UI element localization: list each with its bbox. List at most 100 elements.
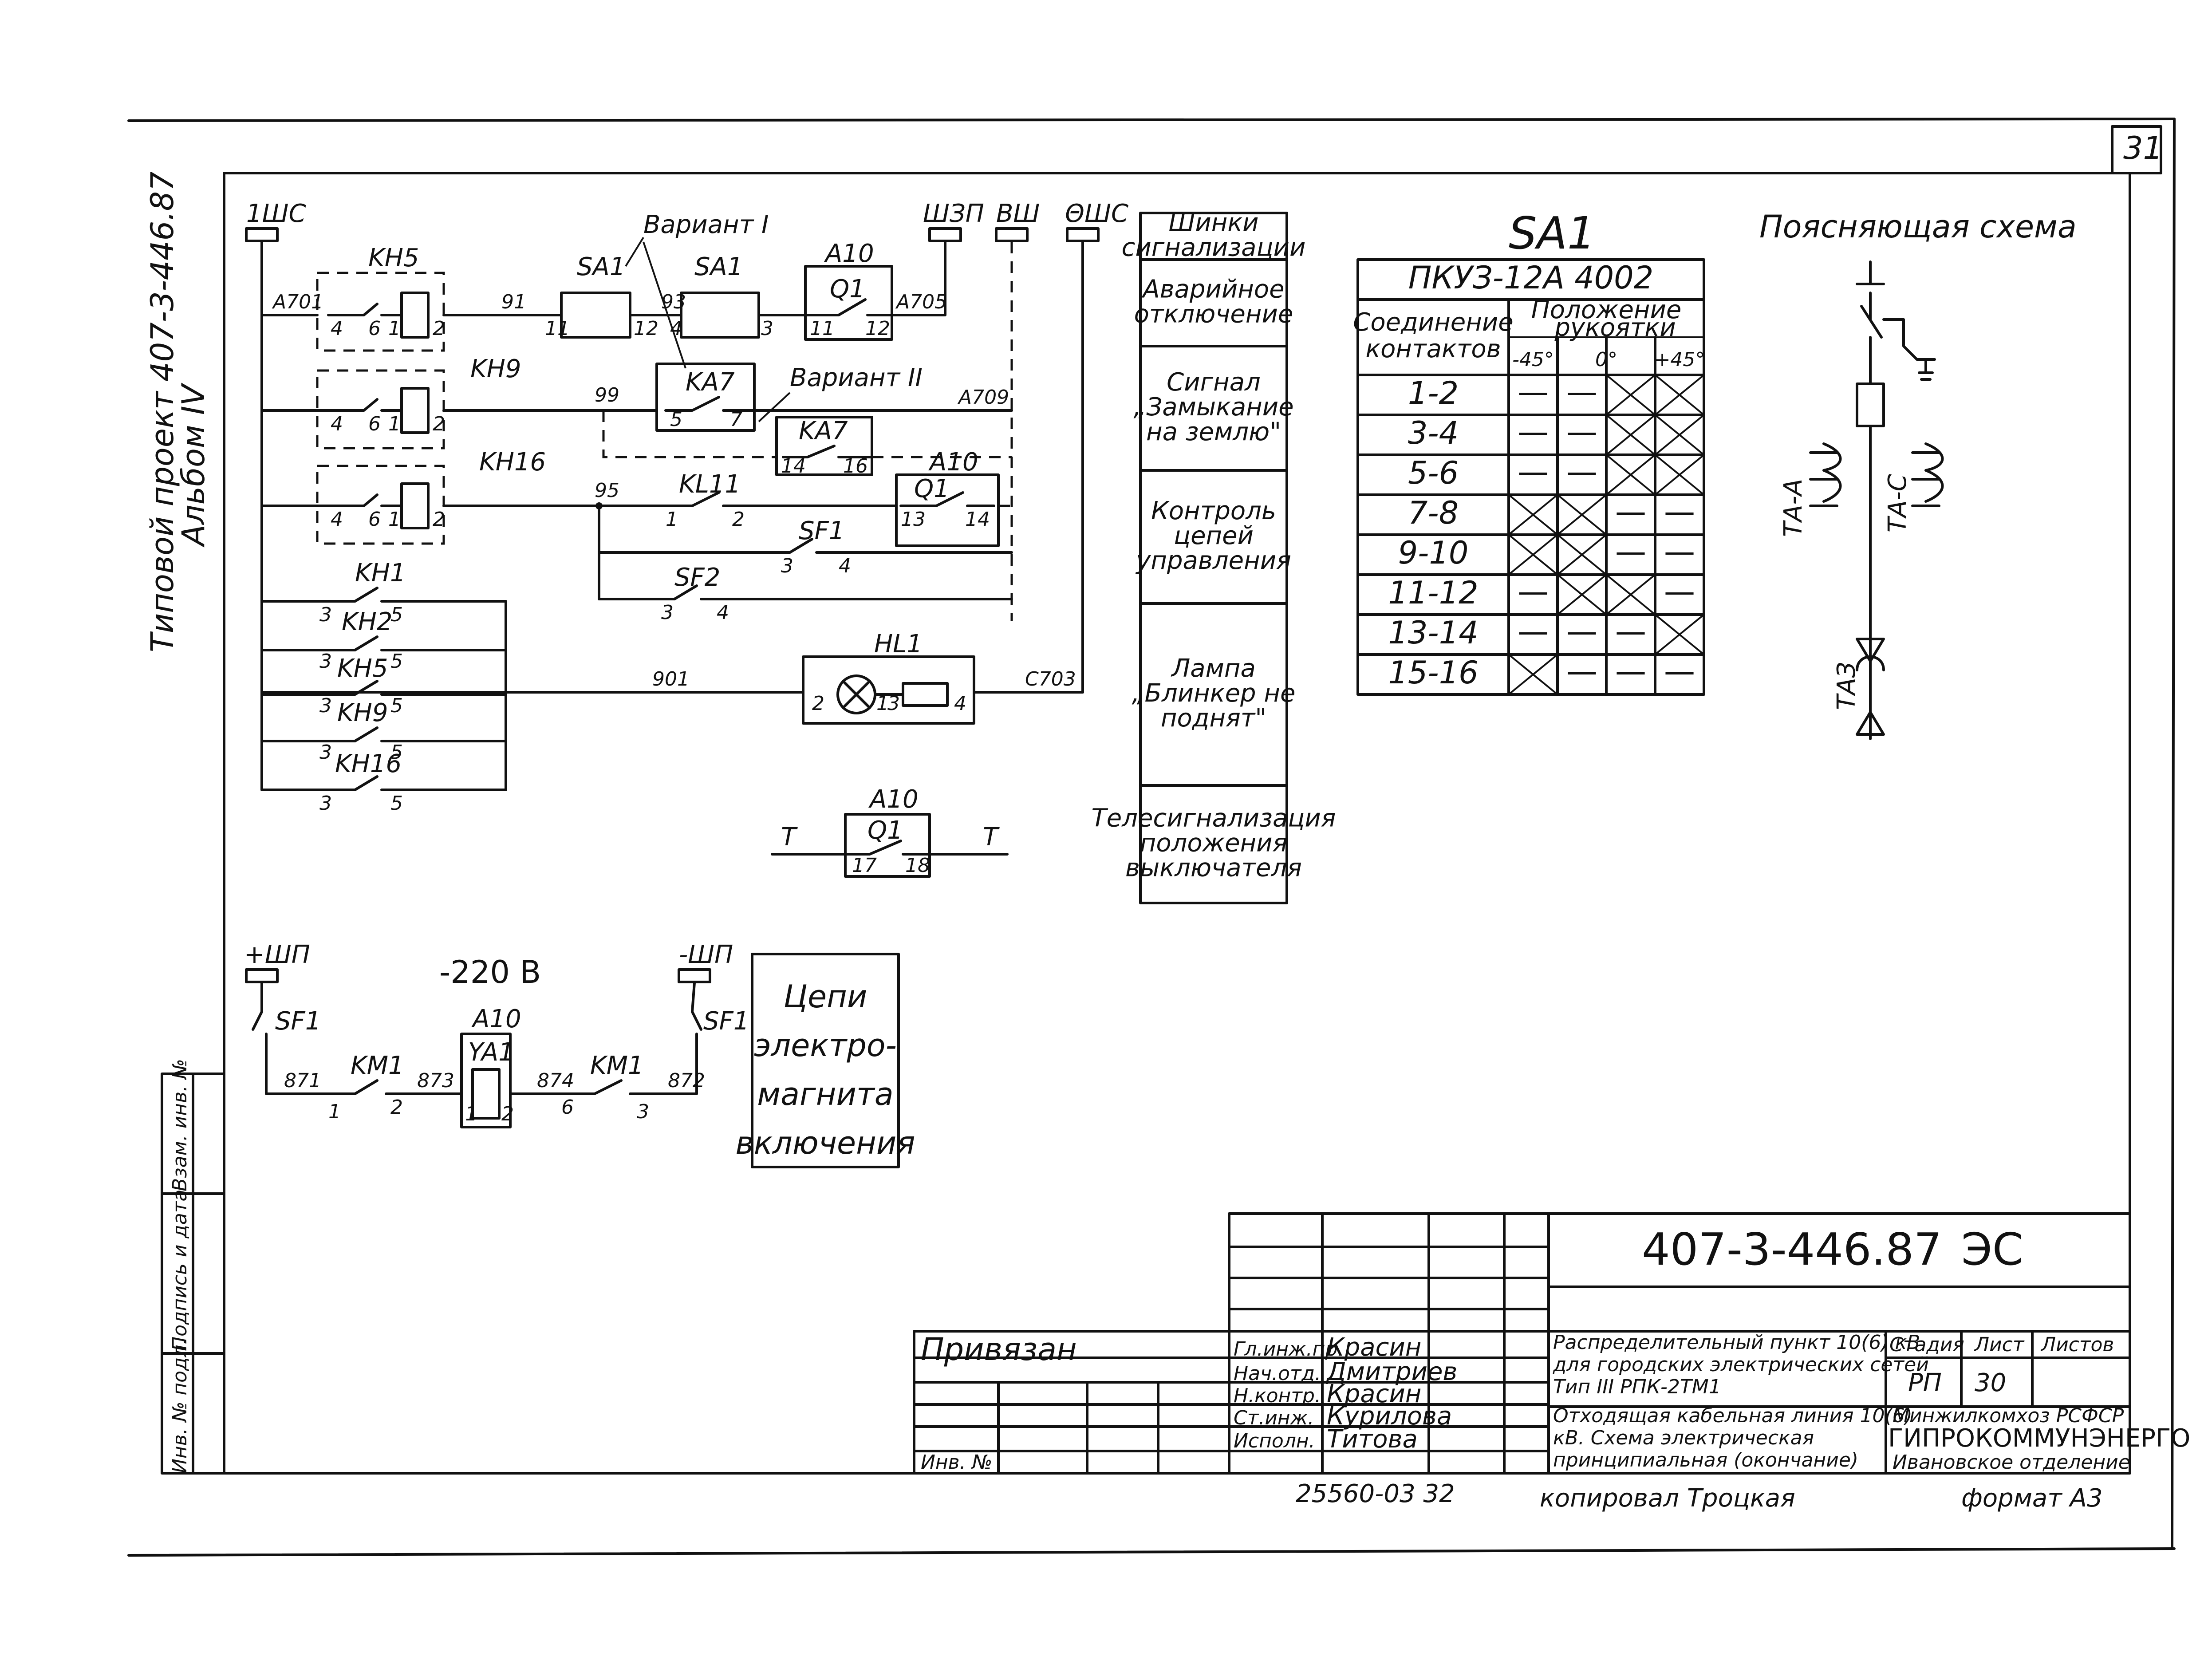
- svg-text:3: 3: [319, 694, 332, 717]
- sa1-cell-open: —: [1518, 613, 1549, 650]
- wire-99: 99: [595, 384, 619, 406]
- title-block: [913, 1212, 2131, 1475]
- breaker-sf1-left-label: SF1: [275, 1007, 321, 1036]
- svg-text:6: 6: [368, 317, 381, 340]
- a10-middle-label: A10: [928, 448, 978, 477]
- svg-text:3: 3: [319, 650, 332, 673]
- sa1-cell-open: —: [1566, 414, 1597, 450]
- sa1-cell-closed: [1654, 414, 1705, 456]
- explain-coil: [1856, 383, 1885, 427]
- svg-text:5: 5: [390, 650, 403, 673]
- sa1-cell-closed: [1557, 574, 1607, 615]
- kh16-flag-label: KH16: [335, 749, 402, 778]
- svg-text:12: 12: [634, 317, 658, 340]
- svg-text:2: 2: [732, 508, 745, 531]
- sa1-table-title: ПКУЗ-12А 4002: [1408, 260, 1653, 296]
- a10-q1-top-box: [804, 265, 893, 341]
- svg-text:3: 3: [319, 603, 332, 626]
- a10-q1-middle-box: [895, 473, 1000, 547]
- org-ministry: Минжилкомхоз РСФСР: [1893, 1404, 2124, 1427]
- svg-text:4: 4: [954, 692, 966, 715]
- svg-text:2: 2: [390, 1096, 403, 1119]
- svg-text:1: 1: [388, 413, 401, 435]
- svg-text:3: 3: [661, 601, 674, 624]
- bus-1shs-terminal: [245, 227, 279, 242]
- ct-c-icon: [1911, 442, 1944, 507]
- wire-91: 91: [501, 291, 526, 313]
- svg-text:4: 4: [670, 317, 682, 340]
- breaker-sf2-label: SF2: [674, 563, 720, 592]
- relay-kh5-coil: [400, 292, 430, 339]
- wire-a709: A709: [957, 386, 1009, 409]
- sa1-row-pair: 1-2: [1408, 375, 1459, 411]
- switch-sa1-left-label: SA1: [577, 252, 625, 281]
- a10-q1-bottom-box: [844, 813, 931, 878]
- svg-text:1: 1: [388, 508, 401, 531]
- svg-text:1: 1: [465, 1103, 477, 1125]
- sa1-cell-open: —: [1615, 493, 1646, 530]
- svg-text:4: 4: [717, 601, 729, 624]
- copied-by: копировал Троцкая: [1540, 1484, 1795, 1513]
- variant-1-label: Вариант I: [643, 210, 769, 239]
- sa1-cell-open: —: [1615, 613, 1646, 650]
- bus-shp-minus-label: -ШП: [679, 940, 733, 969]
- ct-a-icon: [1809, 442, 1842, 507]
- relay-kh9-coil: [400, 387, 430, 434]
- svg-text:1: 1: [328, 1100, 341, 1123]
- svg-text:11: 11: [545, 317, 570, 340]
- stamp-name: Красин: [1327, 1333, 1421, 1362]
- svg-text:6: 6: [368, 508, 381, 531]
- sa1-position-header: +45°: [1654, 348, 1705, 371]
- svg-text:2: 2: [433, 508, 445, 531]
- wire-901: 901: [652, 668, 690, 690]
- svg-text:3: 3: [887, 692, 900, 715]
- sa1-cell-closed: [1605, 454, 1656, 496]
- paper-format: формат А3: [1961, 1484, 2103, 1513]
- stamp-name: Курилова: [1327, 1402, 1452, 1431]
- relay-kh16-label: KH16: [479, 448, 546, 477]
- contactor-km1-left-label: KM1: [351, 1051, 404, 1080]
- stamp-roles: Гл.инж.пр.КрасинНач.отд.ДмитриевН.контр.…: [1234, 1333, 1457, 1454]
- svg-text:17: 17: [852, 854, 877, 877]
- a10-ya1-label: A10: [471, 1005, 521, 1033]
- svg-text:6: 6: [368, 413, 381, 435]
- sa1-row-pair: 3-4: [1408, 415, 1459, 451]
- wire-a705: A705: [895, 291, 947, 313]
- side-stamp-inv-original: Инв. № подл.: [169, 1338, 191, 1473]
- svg-text:13: 13: [901, 508, 926, 531]
- explain-title: Поясняющая схема: [1759, 209, 2077, 245]
- switch-sa1-right: [680, 292, 760, 339]
- ct-c-label: ТА-С: [1883, 474, 1912, 532]
- svg-text:3: 3: [319, 792, 332, 815]
- doc-mark: ЭС: [1961, 1223, 2023, 1275]
- ct-zero-label: ТАЗ: [1832, 662, 1861, 710]
- wire-871: 871: [284, 1069, 321, 1092]
- kh5-flag-label: KH5: [337, 654, 388, 683]
- variant-2-label: Вариант II: [790, 363, 923, 392]
- breaker-sf1-right-label: SF1: [703, 1007, 749, 1036]
- sa1-cell-open: —: [1566, 453, 1597, 490]
- sheet-value: 30: [1975, 1368, 2006, 1397]
- org-institute: ГИПРОКОММУНЭНЕРГО: [1888, 1424, 2190, 1453]
- svg-text:4: 4: [331, 317, 343, 340]
- sheet-header: Лист: [1974, 1333, 2025, 1356]
- inv-number-label: Инв. №: [921, 1451, 992, 1474]
- stamp-role: Н.контр.: [1234, 1384, 1321, 1407]
- sheet-number-box: [2111, 125, 2162, 174]
- kh9-flag-label: KH9: [337, 698, 388, 727]
- sa1-position-header: -45°: [1512, 348, 1554, 371]
- sa1-cell-open: —: [1615, 653, 1646, 690]
- sheet-frame-right: [2171, 118, 2176, 1550]
- org-department: Ивановское отделение: [1893, 1451, 2130, 1474]
- sa1-cell-open: —: [1664, 533, 1695, 570]
- stamp-description-2: Отходящая кабельная линия 10(6)кВ. Схема…: [1553, 1404, 1912, 1471]
- stamp-name: Красин: [1327, 1380, 1421, 1408]
- bus-vsh-label: ВШ: [996, 199, 1040, 228]
- side-stamp-replacement: Взам. инв. №: [169, 1059, 191, 1191]
- svg-text:5: 5: [390, 741, 403, 764]
